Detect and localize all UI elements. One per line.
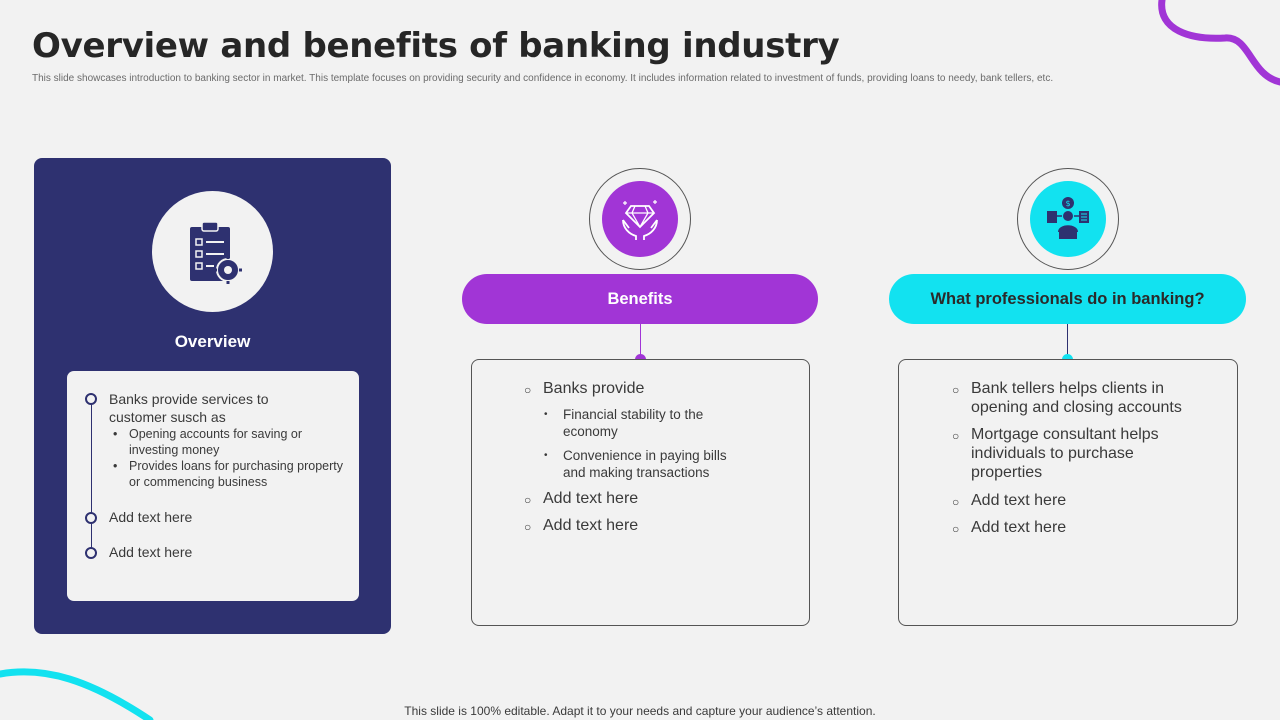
bullet-icon: • <box>544 450 548 461</box>
timeline-dot <box>85 547 97 559</box>
overview-item: Add text here <box>109 509 193 525</box>
circle-bullet-icon: ○ <box>952 522 960 536</box>
diamond-hands-icon <box>622 200 658 240</box>
professionals-icon-circle: $ <box>1030 181 1106 257</box>
timeline-dot <box>85 512 97 524</box>
banker-network-icon: $ <box>1047 197 1089 239</box>
page-title: Overview and benefits of banking industr… <box>32 26 840 66</box>
purple-corner-curve <box>1158 0 1280 86</box>
circle-bullet-icon: ○ <box>524 383 532 397</box>
professionals-connector <box>1067 324 1068 360</box>
circle-bullet-icon: ○ <box>524 493 532 507</box>
circle-bullet-icon: ○ <box>952 495 960 509</box>
overview-card <box>67 371 359 601</box>
page-subtitle: This slide showcases introduction to ban… <box>32 73 1054 84</box>
bullet-icon: • <box>544 409 548 420</box>
cyan-corner-curve <box>0 668 154 720</box>
bullet-icon: • <box>113 427 118 441</box>
slide-footer: This slide is 100% editable. Adapt it to… <box>404 704 876 718</box>
benefits-connector <box>640 324 641 360</box>
professionals-icon-ring: $ <box>1017 168 1119 270</box>
circle-bullet-icon: ○ <box>524 520 532 534</box>
circle-bullet-icon: ○ <box>952 429 960 443</box>
benefits-icon-circle <box>602 181 678 257</box>
svg-text:$: $ <box>1065 199 1070 208</box>
overview-item: Banks provide services to customer susch… <box>109 391 269 425</box>
circle-bullet-icon: ○ <box>952 383 960 397</box>
professionals-heading: What professionals do in banking? <box>889 274 1246 324</box>
clipboard-gear-icon <box>189 220 242 284</box>
professionals-card <box>898 359 1238 626</box>
timeline-dot <box>85 393 97 405</box>
overview-timeline-line <box>91 398 92 554</box>
benefits-heading: Benefits <box>462 274 818 324</box>
bullet-icon: • <box>113 459 118 473</box>
overview-icon-circle <box>152 191 273 312</box>
overview-item: Add text here <box>109 544 193 560</box>
benefits-icon-ring <box>589 168 691 270</box>
overview-heading: Overview <box>174 332 251 351</box>
benefits-card <box>471 359 810 626</box>
